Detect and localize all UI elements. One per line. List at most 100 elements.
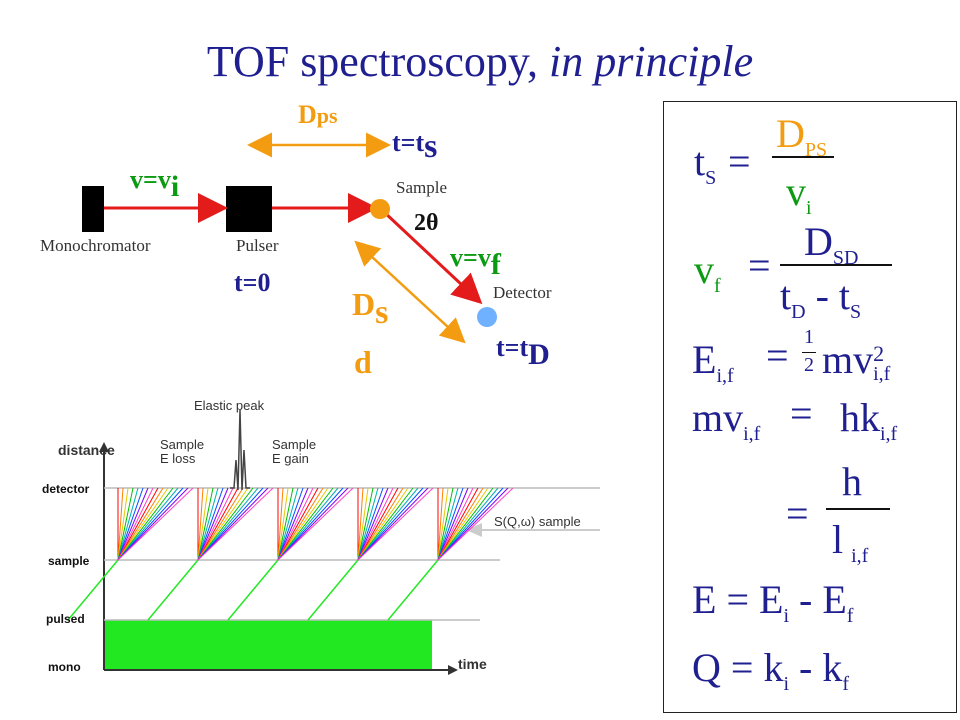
fan-ray	[277, 487, 329, 561]
sample-dot	[370, 199, 390, 219]
fan-ray	[357, 487, 369, 561]
fan-ray	[357, 487, 374, 561]
eq2-fraction-bar	[780, 264, 892, 266]
eq1-numerator: DPS	[776, 111, 828, 161]
fan-ray	[197, 487, 224, 561]
level-label-mono: mono	[48, 660, 81, 674]
eq7: Q = ki - kf	[692, 645, 850, 695]
fan-ray	[357, 487, 429, 561]
pulse-line	[227, 559, 279, 621]
fan-ray	[117, 487, 179, 561]
label-sqw: S(Q,ω) sample	[494, 514, 581, 529]
fan-ray	[357, 487, 414, 561]
level-label-detector: detector	[42, 482, 90, 496]
fan-ray	[277, 487, 339, 561]
eq2-lhs: vf	[694, 247, 721, 297]
fan-ray	[437, 487, 489, 561]
fan-ray	[357, 487, 434, 561]
eq5-equals: =	[786, 491, 809, 536]
fan-ray	[357, 487, 394, 561]
scattering-fans	[67, 487, 514, 621]
fan-ray	[197, 487, 244, 561]
dsd-arrow	[354, 240, 466, 344]
fan-ray	[437, 487, 454, 561]
fan-ray	[197, 487, 259, 561]
eq1-fraction-bar	[772, 156, 834, 158]
fan-ray	[277, 487, 284, 561]
fan-ray	[117, 487, 169, 561]
fan-ray	[117, 487, 144, 561]
eq3-half-bar	[802, 352, 816, 353]
fan-ray	[277, 487, 344, 561]
fan-ray	[117, 487, 139, 561]
fan-ray	[197, 487, 249, 561]
fan-ray	[277, 487, 349, 561]
fan-ray	[117, 487, 129, 561]
level-label-pulsed: pulsed	[46, 612, 85, 626]
fan-ray	[437, 487, 449, 561]
label-elastic-peak: Elastic peak	[194, 398, 265, 413]
eq5-numerator: h	[842, 459, 862, 504]
fan-ray	[437, 487, 494, 561]
fan-ray	[117, 487, 189, 561]
fan-ray	[117, 487, 154, 561]
fan-ray	[197, 487, 204, 561]
fan-ray	[277, 487, 354, 561]
fan-ray	[437, 487, 484, 561]
eq3-lhs: Ei,f	[692, 337, 734, 387]
label-detector: Detector	[493, 283, 552, 302]
fan-ray	[277, 487, 289, 561]
eq2-denominator: tD - tS	[780, 273, 862, 323]
detector-dot	[477, 307, 497, 327]
fan-ray	[357, 487, 384, 561]
fan-ray	[357, 487, 389, 561]
x-axis-arrow	[448, 665, 458, 675]
fan-ray	[437, 487, 459, 561]
fan-ray	[117, 487, 159, 561]
eq1-equals: =	[728, 139, 751, 184]
fan-ray	[357, 487, 404, 561]
pulser-block	[226, 186, 272, 232]
label-dsd: Ds	[352, 286, 389, 331]
fan-ray	[357, 487, 419, 561]
pulse-line	[387, 559, 439, 621]
label-t-ts: t=ts	[392, 128, 438, 165]
eq4-rhs: hki,f	[840, 395, 898, 445]
label-monochromator: Monochromator	[40, 236, 151, 255]
fan-ray	[437, 487, 469, 561]
fan-ray	[437, 487, 479, 561]
fan-ray	[277, 487, 334, 561]
elastic-peak-trace	[230, 409, 250, 491]
pulse-line	[67, 559, 119, 621]
label-v-vi: v=vi	[130, 165, 180, 203]
fan-ray	[437, 487, 499, 561]
fan-ray	[437, 487, 509, 561]
fan-ray	[357, 487, 379, 561]
monochromator-block	[82, 186, 104, 232]
fan-ray	[197, 487, 274, 561]
fan-ray	[277, 487, 294, 561]
fan-ray	[197, 487, 264, 561]
label-distance: distance	[58, 442, 115, 458]
fan-ray	[117, 487, 134, 561]
y-axis-arrow	[99, 442, 109, 452]
label-sample: Sample	[396, 178, 447, 197]
eq6: E = Ei - Ef	[692, 577, 854, 627]
label-t-td: t=tD	[496, 333, 550, 371]
fan-ray	[197, 487, 214, 561]
fan-ray	[357, 487, 399, 561]
eq1-denominator: vi	[786, 169, 812, 219]
eq5-fraction-bar	[826, 508, 890, 510]
label-pulser: Pulser	[236, 236, 279, 255]
eq3-half-num: 1	[804, 326, 814, 348]
fan-ray	[277, 487, 324, 561]
fan-ray	[437, 487, 514, 561]
pulse-line	[307, 559, 359, 621]
fan-ray	[357, 487, 424, 561]
eq4-lhs: mvi,f	[692, 395, 761, 445]
label-dsd-d: d	[354, 344, 372, 380]
pulse-fill	[104, 620, 432, 670]
